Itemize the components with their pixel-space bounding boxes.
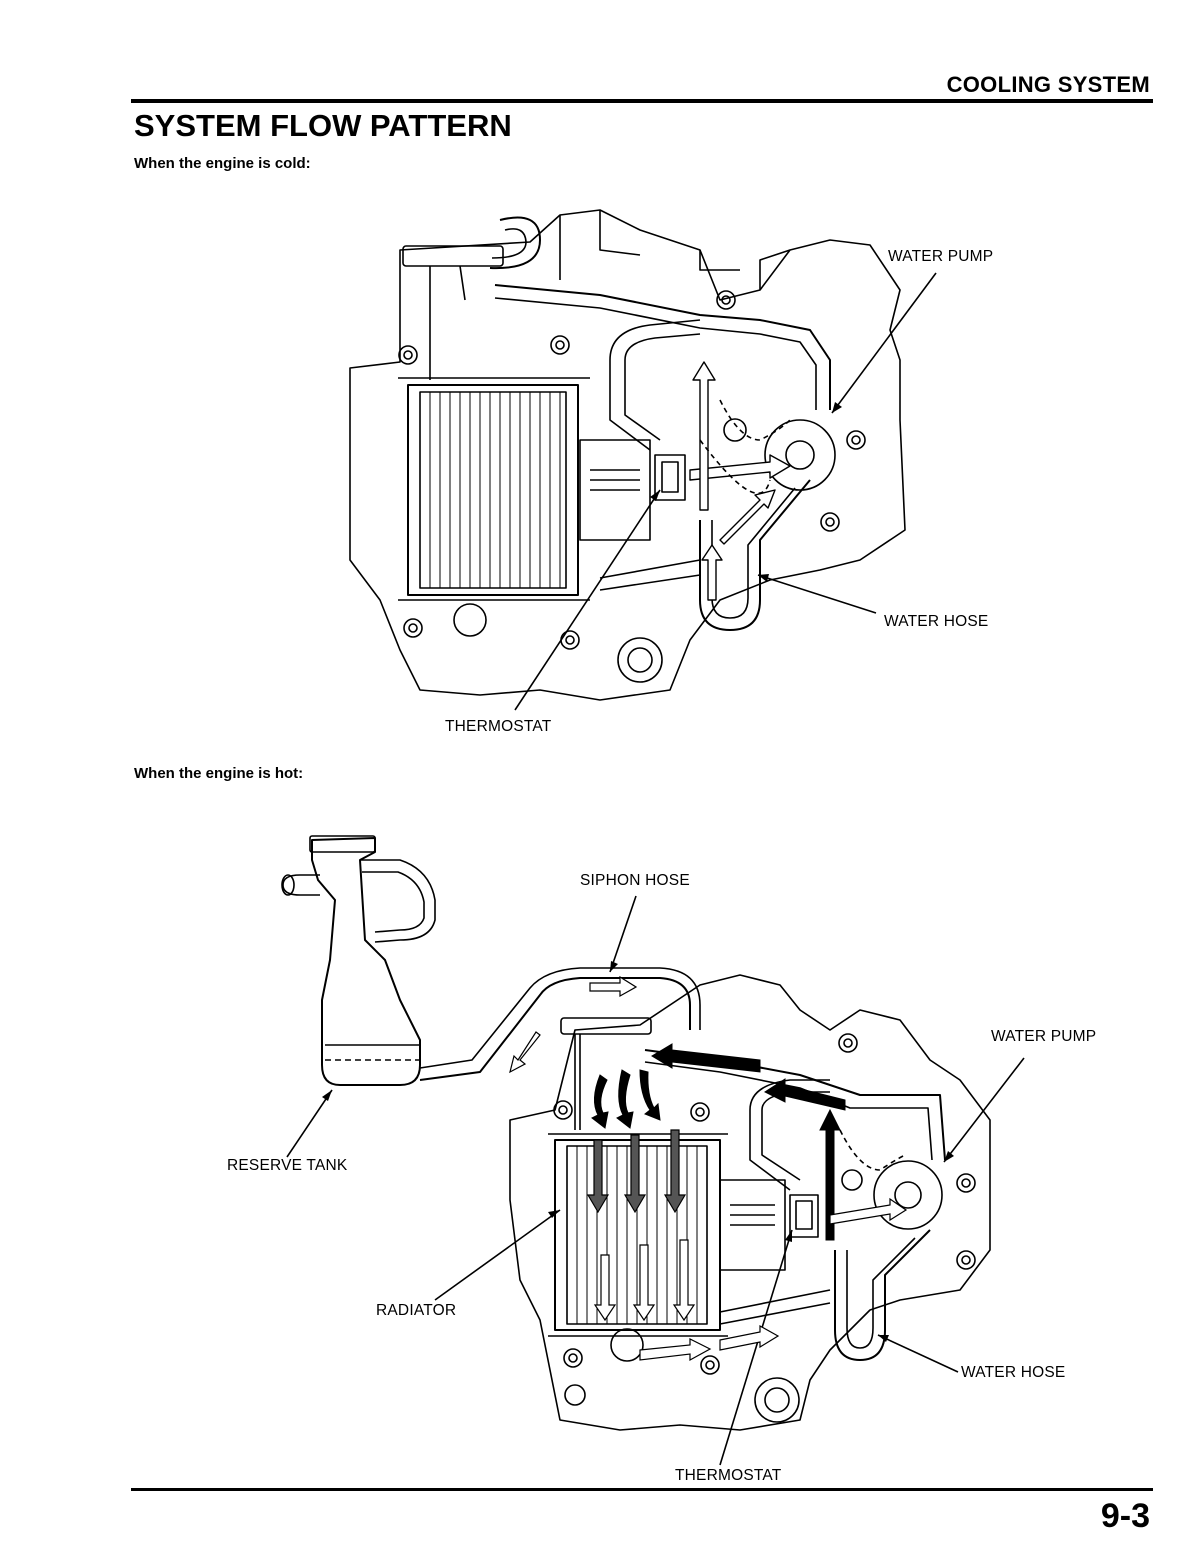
thermostat-housing-hot: [789, 1194, 819, 1238]
cold-engine-caption: When the engine is cold:: [134, 155, 311, 172]
label-thermostat-hot: THERMOSTAT: [675, 1467, 782, 1484]
engine-case-outline-hot: [509, 974, 991, 1431]
header-rule: [131, 99, 1153, 103]
label-radiator: RADIATOR: [376, 1302, 457, 1319]
section-title: COOLING SYSTEM: [946, 72, 1150, 97]
reserve-tank-leader: [286, 1089, 333, 1158]
reserve-tank: [311, 837, 421, 1086]
label-thermostat-cold: THERMOSTAT: [445, 718, 552, 735]
label-water-hose-hot: WATER HOSE: [961, 1364, 1066, 1381]
thermostat-leader-hot: [719, 1229, 793, 1466]
label-water-pump-hot: WATER PUMP: [991, 1028, 1097, 1045]
water-pump-leader-cold: [831, 272, 937, 414]
radiator-cold: [407, 384, 579, 596]
water-hose-leader-hot: [877, 1334, 959, 1373]
water-pump-housing-cold: [764, 419, 836, 491]
page-number: 9-3: [1100, 1497, 1150, 1535]
hot-engine-caption: When the engine is hot:: [134, 765, 304, 782]
label-siphon-hose: SIPHON HOSE: [580, 872, 690, 889]
cold-flow-diagram: [349, 209, 937, 711]
radiator-leader: [434, 1209, 561, 1301]
upper-hose-cold: [489, 216, 541, 270]
siphon-hose-leader: [609, 895, 637, 973]
hot-flow-diagram: [281, 835, 1025, 1466]
page-title: SYSTEM FLOW PATTERN: [134, 108, 512, 143]
siphon-hose: [419, 977, 691, 1081]
footer-rule: [131, 1488, 1153, 1491]
radiator-cap-hot: [560, 1017, 652, 1035]
water-pump-leader-hot: [943, 1057, 1025, 1163]
thermostat-leader-cold: [514, 489, 661, 711]
thermostat-housing-cold: [654, 454, 686, 501]
engine-case-outline: [349, 209, 906, 701]
label-water-hose-cold: WATER HOSE: [884, 613, 989, 630]
radiator-cap-cold: [402, 245, 504, 267]
label-water-pump-cold: WATER PUMP: [888, 248, 994, 265]
water-hose-leader-cold: [757, 574, 877, 614]
water-pump-housing-hot: [873, 1160, 943, 1230]
label-reserve-tank: RESERVE TANK: [227, 1157, 348, 1174]
lower-hose-cold: [699, 479, 811, 631]
